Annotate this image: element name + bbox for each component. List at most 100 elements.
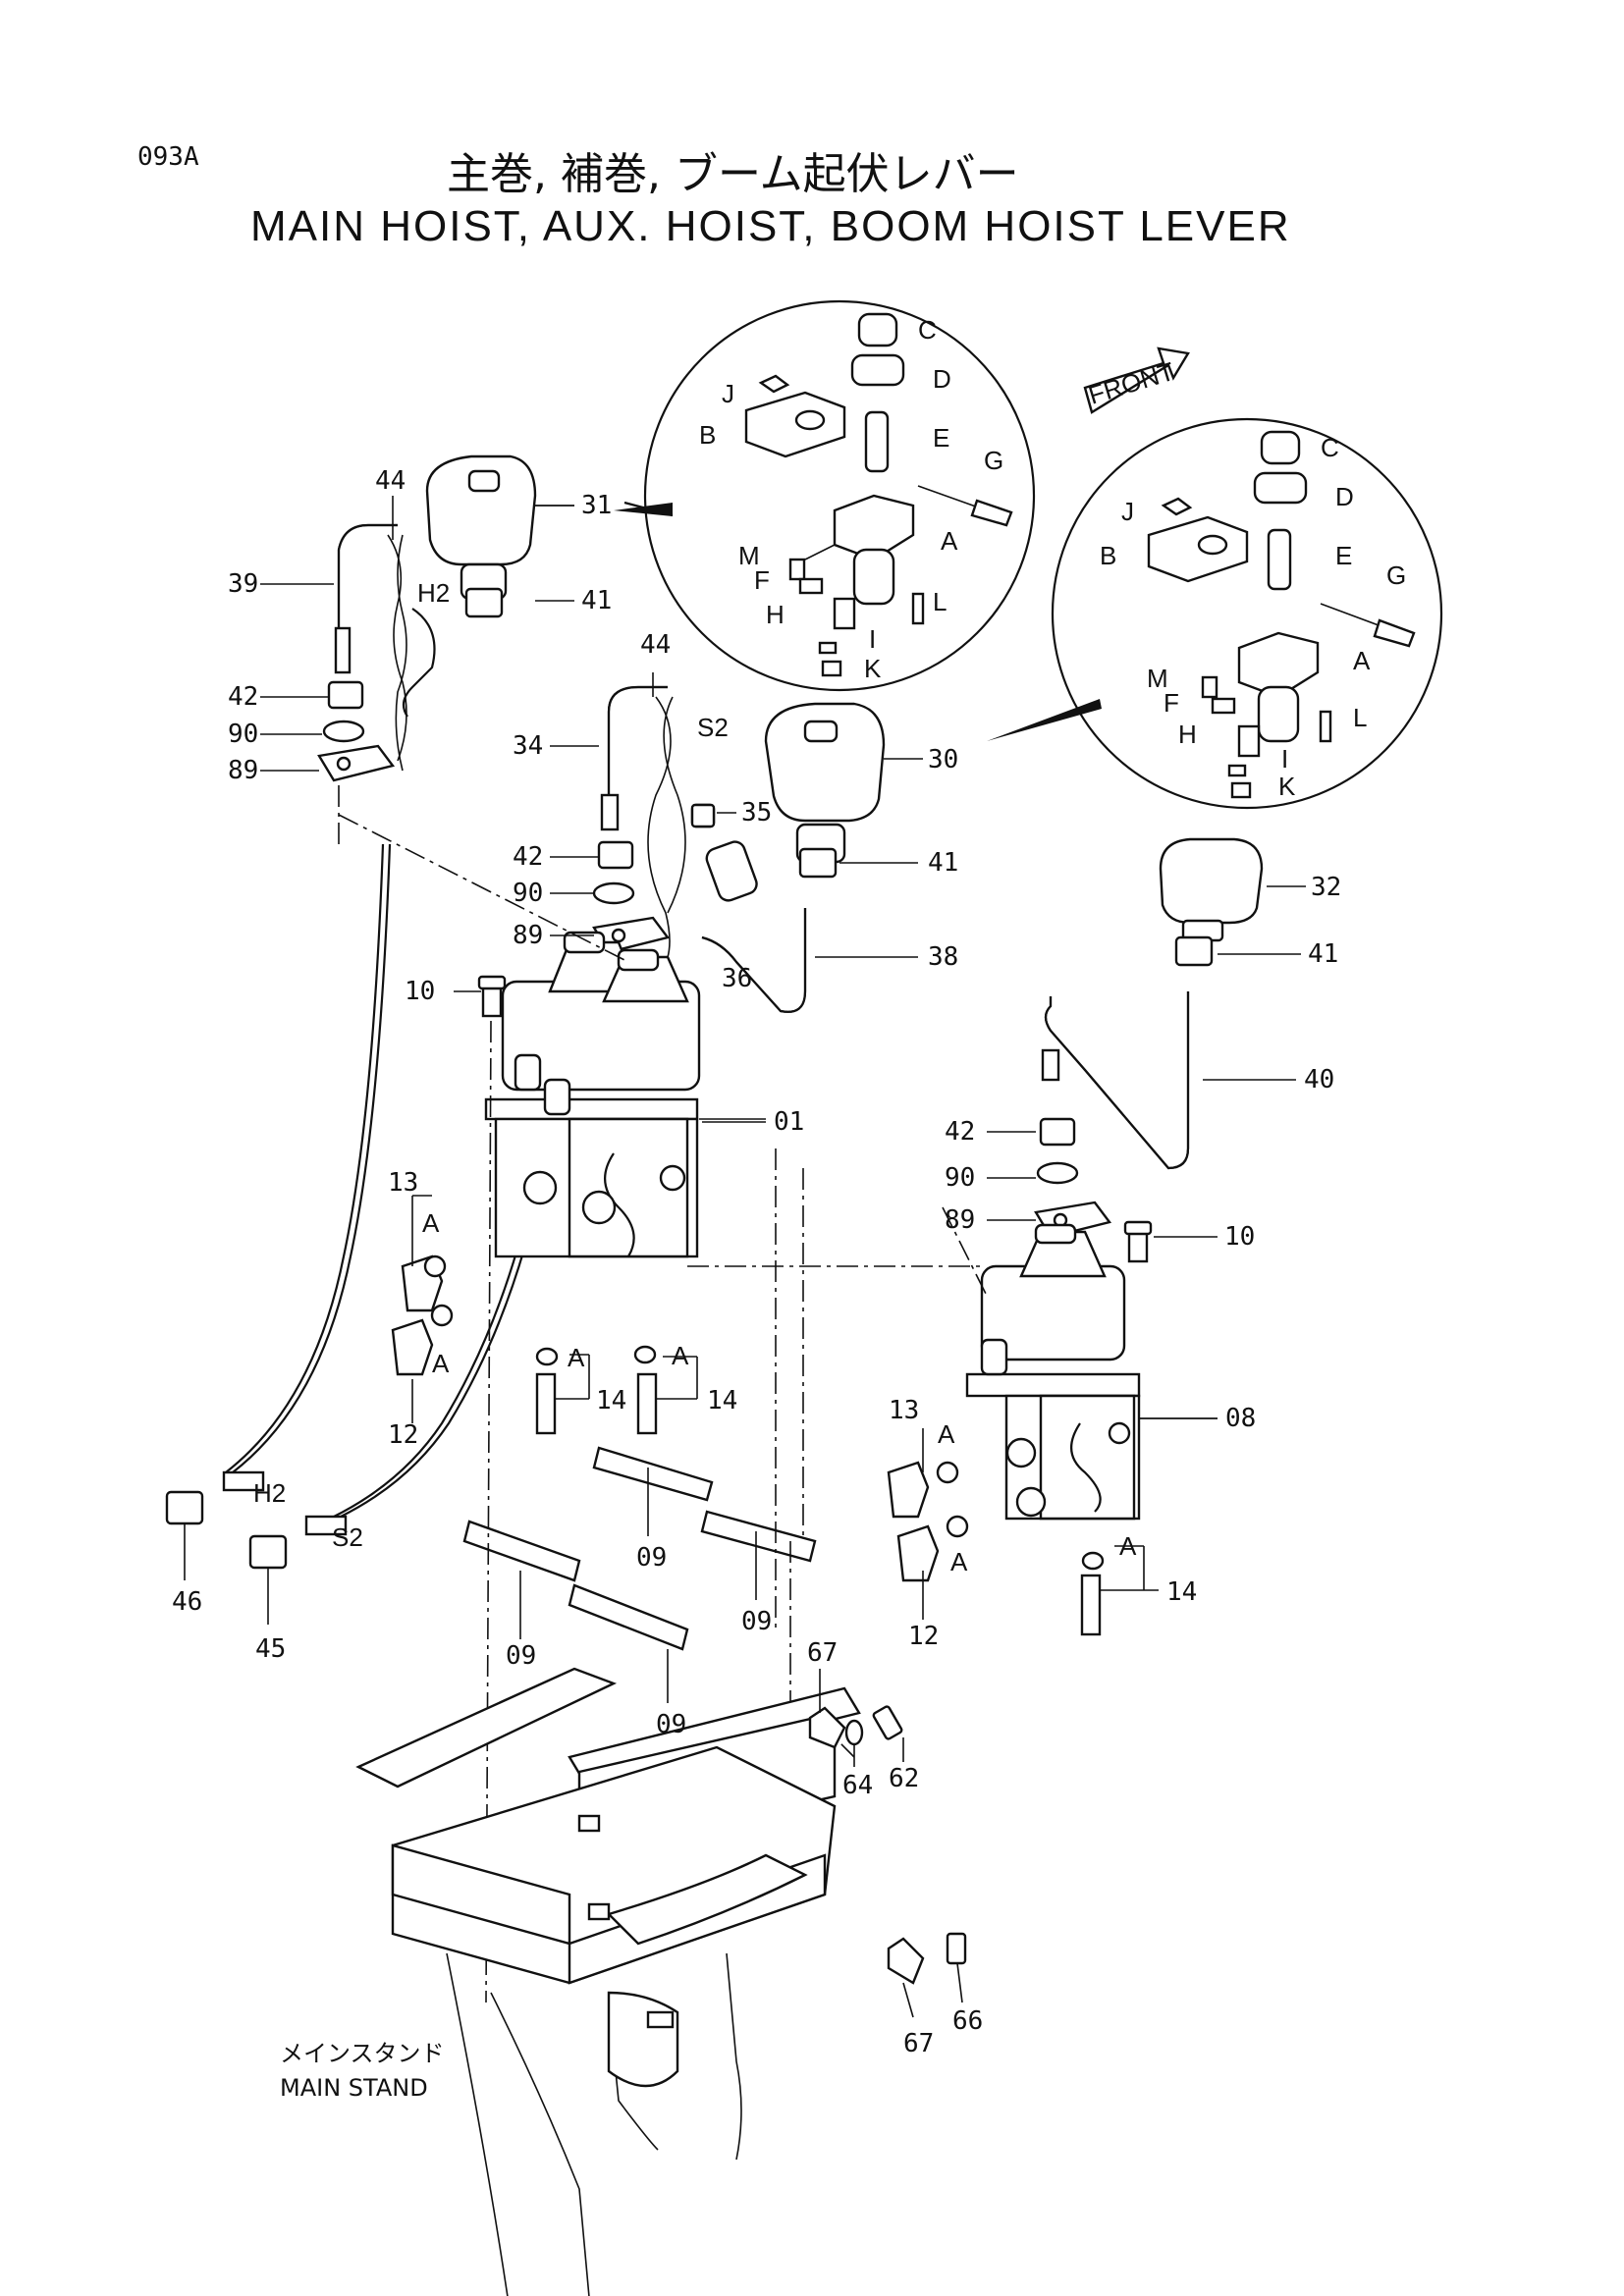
detail-letter-l: L xyxy=(933,587,947,616)
valve-body-08 xyxy=(965,1223,1218,1521)
elbow-fittings-left xyxy=(391,1255,658,1435)
detail2-letter-j: J xyxy=(1121,497,1134,526)
callout-89-right: 89 xyxy=(945,1205,975,1235)
callout-12-right: 12 xyxy=(908,1622,939,1651)
nut-41-right xyxy=(1174,935,1214,967)
callout-46: 46 xyxy=(172,1587,202,1617)
callout-13-left: 13 xyxy=(388,1168,418,1198)
callout-42-right: 42 xyxy=(945,1117,975,1147)
callout-09-b: 09 xyxy=(741,1607,772,1636)
detail2-letter-h: H xyxy=(1178,720,1197,749)
alignment-lines xyxy=(338,785,988,2003)
callout-numbers: 31 30 32 44 44 39 34 41 41 41 42 42 42 9… xyxy=(172,466,1341,2058)
callout-44-left: 44 xyxy=(375,466,406,496)
plate-09-b xyxy=(700,1510,817,1563)
washer-90-right xyxy=(1036,1161,1079,1185)
detail-letter-c: C xyxy=(918,315,937,345)
callout-39: 39 xyxy=(228,569,258,599)
leader-lines xyxy=(184,496,1301,2018)
label-h2-upper: H2 xyxy=(417,578,450,608)
callout-89-mid: 89 xyxy=(513,921,543,950)
callout-42-mid: 42 xyxy=(513,842,543,872)
detail2-letter-c: C xyxy=(1321,433,1339,462)
callout-a-4: A xyxy=(672,1341,689,1370)
callout-09-a: 09 xyxy=(636,1543,667,1573)
main-stand-label-japanese: メインスタンド xyxy=(280,2040,445,2067)
callout-67-upper: 67 xyxy=(807,1638,838,1668)
callout-12-left: 12 xyxy=(388,1420,418,1450)
bolt-10-right xyxy=(1123,1220,1153,1263)
callout-14-mid: 14 xyxy=(707,1386,737,1415)
page-code: 093A xyxy=(137,142,199,172)
elbow-fittings-right xyxy=(887,1461,1105,1636)
detail-letter-f: F xyxy=(754,565,770,595)
detail2-letter-d: D xyxy=(1335,482,1354,511)
callout-41-right: 41 xyxy=(1308,939,1338,969)
callout-a-6: A xyxy=(950,1547,968,1576)
detail-letter-h: H xyxy=(766,600,785,629)
fitting-35 xyxy=(690,803,716,828)
callout-a-1: A xyxy=(422,1208,440,1238)
main-stand-label-english: MAIN STAND xyxy=(280,2074,428,2102)
callout-62: 62 xyxy=(889,1764,919,1793)
callout-08: 08 xyxy=(1225,1404,1256,1433)
callout-89-left: 89 xyxy=(228,756,258,785)
callout-a-5: A xyxy=(938,1419,955,1449)
knob-32 xyxy=(1159,837,1306,942)
callout-36: 36 xyxy=(722,964,752,993)
callout-01: 01 xyxy=(774,1107,804,1137)
detail2-letter-i: I xyxy=(1281,744,1288,774)
bolt-66 xyxy=(946,1932,967,1965)
detail2-letter-f: F xyxy=(1164,688,1179,718)
detail-letter-a: A xyxy=(941,526,958,556)
detail-letter-b: B xyxy=(699,420,716,450)
detail2-letter-b: B xyxy=(1100,541,1116,570)
clamp-67-upper xyxy=(808,1706,846,1749)
detail-letter-e: E xyxy=(933,423,949,453)
callout-a-7: A xyxy=(1119,1531,1137,1561)
nut-42-right xyxy=(1039,1117,1076,1147)
callout-35: 35 xyxy=(741,798,772,828)
nut-41-left xyxy=(464,587,504,618)
callout-a-2: A xyxy=(432,1349,450,1378)
plate-09-d xyxy=(568,1583,689,1651)
main-stand xyxy=(355,1667,861,2296)
callout-67-lower: 67 xyxy=(903,2029,934,2058)
label-s2-upper: S2 xyxy=(697,713,729,742)
detail2-letter-e: E xyxy=(1335,541,1352,570)
detail2-letter-a: A xyxy=(1353,646,1371,675)
washer-90-left xyxy=(322,720,365,743)
callout-64: 64 xyxy=(842,1771,873,1800)
callout-09-c: 09 xyxy=(506,1641,536,1671)
bracket-89-left xyxy=(317,744,396,782)
callout-90-mid: 90 xyxy=(513,879,543,908)
plate-09-c xyxy=(462,1520,581,1582)
callout-13-right: 13 xyxy=(889,1396,919,1425)
callout-14-right: 14 xyxy=(1166,1577,1197,1607)
bolt-62 xyxy=(872,1705,903,1740)
callout-32: 32 xyxy=(1311,873,1341,902)
bolt-10-left xyxy=(477,975,507,1018)
detail-letter-i: I xyxy=(869,624,876,654)
detail2-letter-l: L xyxy=(1353,703,1367,732)
detail2-letter-m: M xyxy=(1147,664,1168,693)
front-arrow-icon: FRONT xyxy=(1083,347,1190,414)
plate-09-a xyxy=(592,1446,714,1502)
front-arrow-label: FRONT xyxy=(1085,356,1178,410)
detail-letter-j: J xyxy=(722,379,734,408)
detail2-letter-g: G xyxy=(1386,561,1406,590)
callout-42-left: 42 xyxy=(228,682,258,712)
knob-31 xyxy=(425,454,673,601)
nut-42-mid xyxy=(597,840,634,870)
cable-assembly-left xyxy=(165,523,559,1570)
callout-10-right: 10 xyxy=(1224,1222,1255,1252)
callout-66: 66 xyxy=(952,2006,983,2036)
callout-41-mid: 41 xyxy=(928,848,958,878)
callout-90-left: 90 xyxy=(228,720,258,749)
callout-14-left: 14 xyxy=(596,1386,626,1415)
valve-body-01 xyxy=(484,931,766,1258)
detail-letter-m: M xyxy=(738,541,760,570)
detail-letter-k: K xyxy=(864,654,882,683)
title-english: MAIN HOIST, AUX. HOIST, BOOM HOIST LEVER xyxy=(250,202,1291,250)
